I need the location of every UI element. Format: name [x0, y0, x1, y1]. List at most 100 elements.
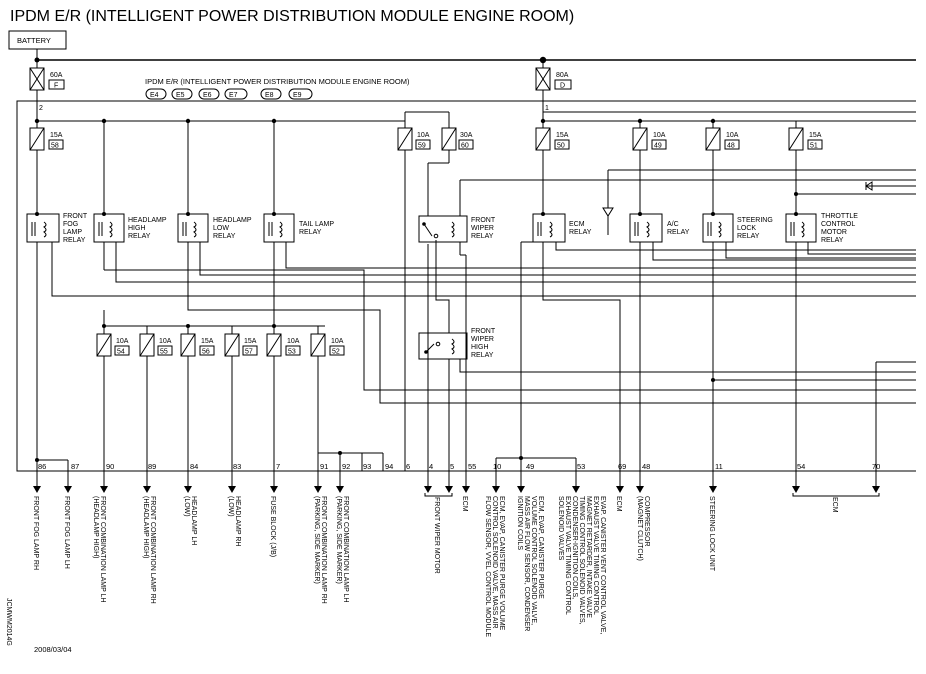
relay-label-line: RELAY: [821, 237, 844, 244]
fuse-num: 60: [461, 143, 469, 150]
connector-e9: E9: [293, 92, 302, 99]
output-label: ECM: [461, 496, 468, 512]
fuse-57: 15A 57: [224, 333, 258, 357]
output-label: FRONT FOG LAMP RH: [32, 496, 39, 570]
relay-label-line: FRONT: [63, 213, 88, 220]
relay-label-line: RELAY: [471, 233, 494, 240]
main-fuse-80a: 80A D: [535, 67, 572, 101]
output-label: ECM: [831, 497, 838, 513]
pin-label: 55: [468, 462, 476, 471]
fuse-48: 10A 48: [705, 127, 740, 151]
output-label: MASS AIR FLOW SENSOR, CONDENSER: [523, 496, 530, 631]
fuse-54: 10A 54: [96, 333, 130, 357]
output-label: FUSE BLOCK (J/B): [269, 496, 276, 557]
relay-label-line: RELAY: [569, 229, 592, 236]
lower-fuse-wires: [35, 241, 714, 471]
output-label: FRONT WIPER MOTOR: [433, 497, 440, 574]
relay-front-wiper: FRONT WIPER RELAY: [418, 215, 496, 243]
output-label: FRONT COMBINATION LAMP LH: [342, 496, 349, 603]
relay-label-line: HEADLAMP: [213, 217, 252, 224]
battery-label: BATTERY: [17, 36, 51, 45]
fuse-num: 49: [654, 143, 662, 150]
relay-label-line: THROTTLE: [821, 213, 858, 220]
output-label: FRONT COMBINATION LAMP RH: [149, 496, 156, 604]
main-fuse-num: F: [54, 83, 58, 90]
relay-label-line: LOCK: [737, 225, 756, 232]
pin-label: 91: [320, 462, 328, 471]
output-label: (MAGNET CLUTCH): [636, 496, 643, 561]
output-label: ECM, EVAP, CANISTER PURGE VOLUME: [498, 496, 505, 631]
pin-label: 86: [38, 462, 46, 471]
output-label: CONTROL SOLENOID VALVE, MASS AIR: [491, 496, 498, 629]
pin-label: 84: [190, 462, 198, 471]
output-label: EXHAUST VALVE TIMING CONTROL: [564, 496, 571, 615]
output-label: (LOW): [183, 496, 190, 517]
fuse-num: 50: [557, 143, 565, 150]
relay-label-line: FRONT: [471, 217, 496, 224]
pin-label: 5: [450, 462, 454, 471]
fuse-num: 51: [810, 143, 818, 150]
fuse-num: 53: [288, 349, 296, 356]
relay-label-line: RELAY: [471, 352, 494, 359]
pin-label: 48: [642, 462, 650, 471]
relay-label-line: LAMP: [63, 229, 82, 236]
fuse-num: 55: [160, 349, 168, 356]
pin-label: 11: [715, 462, 723, 471]
node-1: 1: [545, 105, 549, 112]
connector-e6: E6: [203, 92, 212, 99]
output-label: HEADLAMP RH: [234, 496, 241, 546]
fuse-59: 10A 59: [397, 127, 431, 151]
output-label: FLOW SENSOR, VVEL CONTROL MODULE: [484, 496, 491, 637]
pin-label: 6: [406, 462, 410, 471]
fuse-amp: 15A: [244, 338, 257, 345]
pin-label: 83: [233, 462, 241, 471]
fuse-amp: 10A: [726, 132, 739, 139]
relay-label-line: CONTROL: [821, 221, 855, 228]
relay-label-line: ECM: [569, 221, 585, 228]
main-fuse-60a: 60A F: [29, 67, 65, 101]
pin-label: 69: [618, 462, 626, 471]
diagram-title: IPDM E/R (INTELLIGENT POWER DISTRIBUTION…: [10, 8, 574, 25]
fuse-51: 15A 51: [788, 127, 823, 151]
fuse-52: 10A 52: [310, 333, 345, 357]
fuse-amp: 10A: [116, 338, 129, 345]
pin-label: 10: [493, 462, 501, 471]
fuse-55: 10A 55: [139, 333, 173, 357]
relay-label-line: RELAY: [63, 237, 86, 244]
fuse-num: 52: [332, 349, 340, 356]
output-label: HEADLAMP LH: [190, 496, 197, 545]
connector-e7: E7: [229, 92, 238, 99]
relay-label-line: MOTOR: [821, 229, 847, 236]
output-label: EXHAUST VALVE TIMING CONTROL: [592, 496, 599, 615]
relay-tail-lamp: TAIL LAMP RELAY: [263, 212, 334, 243]
pin-label: 89: [148, 462, 156, 471]
output-label: IGNITION COILS: [516, 496, 523, 550]
pin-label: 93: [363, 462, 371, 471]
main-fuse-amp: 80A: [556, 72, 569, 79]
fuse-amp: 10A: [287, 338, 300, 345]
relay-label-line: TAIL LAMP: [299, 221, 334, 228]
fuse-amp: 15A: [50, 132, 63, 139]
fuse-60: 30A 60: [441, 127, 474, 151]
pin-label: 49: [526, 462, 534, 471]
fuse-amp: 10A: [417, 132, 430, 139]
pin-label: 4: [429, 462, 433, 471]
pin-label: 70: [872, 462, 880, 471]
fuse-num: 58: [51, 143, 59, 150]
relay-label-line: RELAY: [667, 229, 690, 236]
pin-label: 92: [342, 462, 350, 471]
output-wires: [33, 471, 880, 497]
output-label: (PARKING, SIDE MARKER): [313, 496, 320, 584]
connector-e4: E4: [150, 92, 159, 99]
connector-e8: E8: [265, 92, 274, 99]
connector-list: E4 E5 E6 E7 E8 E9: [145, 88, 313, 100]
pin-label: 53: [577, 462, 585, 471]
relay-headlamp-high: HEADLAMP HIGH RELAY: [93, 212, 167, 243]
connector-e5: E5: [176, 92, 185, 99]
output-label: FRONT COMBINATION LAMP RH: [320, 496, 327, 604]
fuse-53: 10A 53: [266, 333, 301, 357]
relay-front-fog-lamp: FRONT FOG LAMP RELAY: [26, 212, 88, 244]
fuse-58: 15A 58: [29, 127, 64, 151]
relay-label-line: FRONT: [471, 328, 496, 335]
